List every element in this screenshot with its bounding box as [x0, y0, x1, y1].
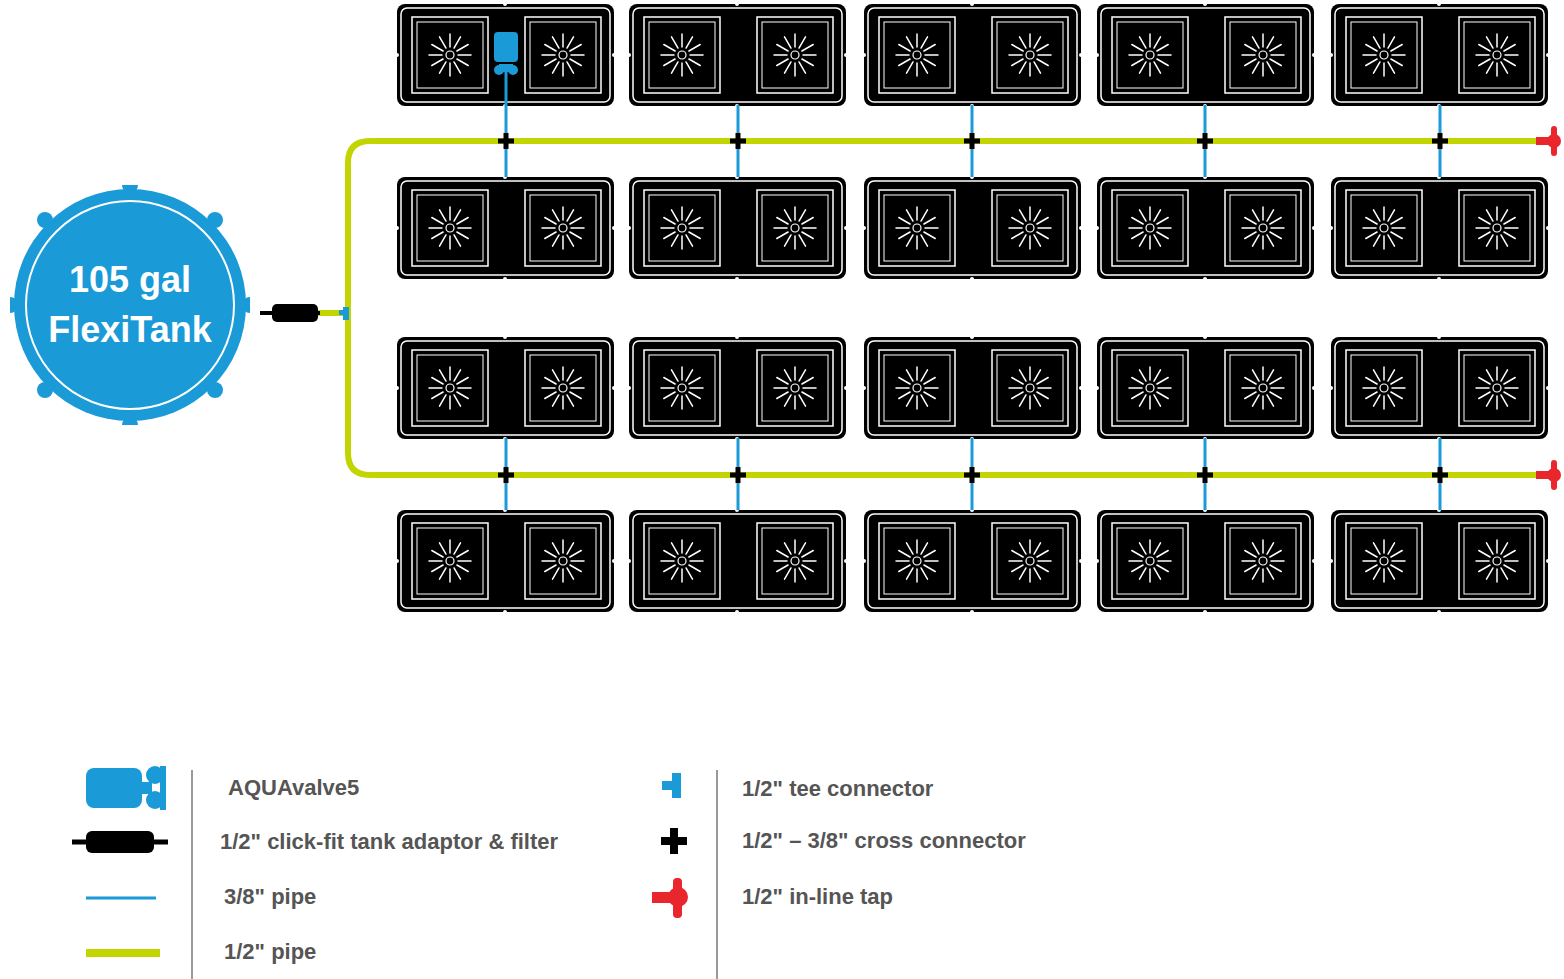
aquavalve	[494, 32, 518, 75]
tank-adaptor	[272, 304, 318, 322]
grow-tray	[862, 175, 1083, 281]
grow-tray	[1095, 175, 1316, 281]
cross-connectors	[498, 133, 1448, 483]
grow-tray	[1329, 2, 1550, 108]
grow-tray	[1329, 335, 1550, 441]
grow-tray	[627, 175, 848, 281]
grow-tray	[627, 2, 848, 108]
legend-label: 1/2" pipe	[224, 939, 316, 965]
inline-taps	[1536, 126, 1561, 490]
legend-divider	[716, 770, 718, 979]
grow-tray	[395, 175, 616, 281]
main-pipe	[318, 141, 1540, 475]
grow-tray	[862, 508, 1083, 614]
grow-tray	[1095, 2, 1316, 108]
tank-label: 105 gal FlexiTank	[35, 255, 225, 355]
grow-tray	[862, 335, 1083, 441]
tank-outline	[10, 185, 250, 425]
legend-label: AQUAvalve5	[228, 775, 359, 801]
grow-tray	[1329, 175, 1550, 281]
grow-tray	[1095, 335, 1316, 441]
legend-divider	[191, 770, 193, 979]
grow-tray	[862, 2, 1083, 108]
tray-group	[395, 2, 1550, 614]
legend-samples	[72, 766, 688, 953]
legend-label: 1/2" in-line tap	[742, 884, 893, 910]
grow-tray	[395, 335, 616, 441]
tee-connector	[339, 310, 347, 315]
water-tank: 105 gal FlexiTank	[10, 185, 250, 425]
small-pipes	[506, 66, 1440, 510]
grow-tray	[627, 508, 848, 614]
legend-label: 3/8" pipe	[224, 884, 316, 910]
grow-tray	[627, 335, 848, 441]
grow-tray	[395, 508, 616, 614]
legend-label: 1/2" click-fit tank adaptor & filter	[220, 829, 558, 855]
legend-label: 1/2" tee connector	[742, 776, 933, 802]
grow-tray	[1095, 508, 1316, 614]
grow-tray	[1329, 508, 1550, 614]
legend-label: 1/2" – 3/8" cross connector	[742, 828, 1026, 854]
